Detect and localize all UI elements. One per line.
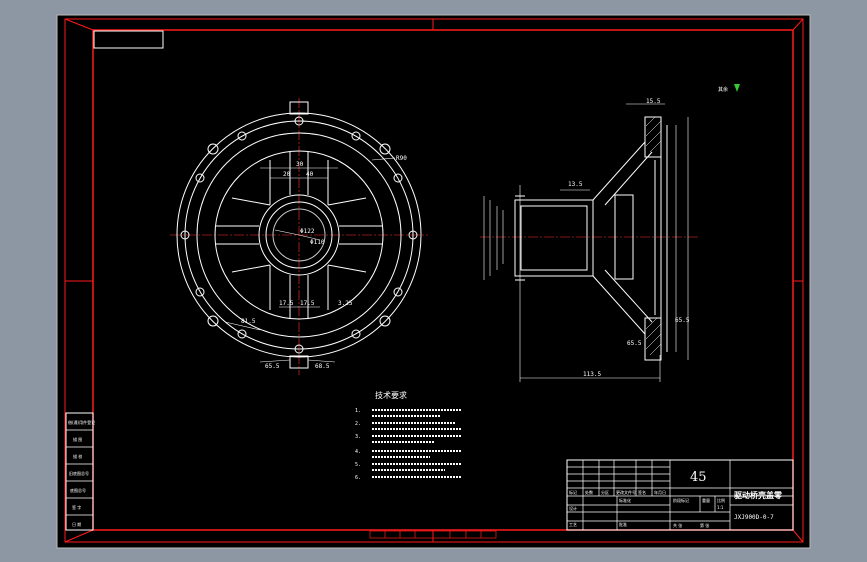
- dim-81-5: 81.5: [241, 318, 256, 325]
- tech-num-5: 5.: [355, 462, 361, 468]
- dim-40: 40: [306, 171, 314, 178]
- side-label-5: 底图总号: [70, 487, 86, 493]
- drawing-number: JXJ900D-0-7: [734, 514, 774, 521]
- title-scale-label: 比例: [717, 497, 725, 503]
- dim-15-5: 15.5: [646, 98, 661, 105]
- material-value: 45: [690, 470, 707, 485]
- tech-num-6: 6.: [355, 475, 361, 481]
- dim-68-5: 68.5: [315, 363, 330, 370]
- dim-65-5-flange: 65.5: [675, 317, 690, 324]
- title-block: 标记 处数 分区 更改文件号 签名 年月日 设计 工艺 标准化 批准 阶段标记 …: [566, 459, 794, 531]
- part-name: 驱动桥壳盖零: [734, 490, 783, 500]
- dim-17-5-b: 17.5: [300, 300, 315, 307]
- dim-17-5-a: 17.5: [279, 300, 294, 307]
- dim-30: 30: [296, 161, 304, 168]
- dim-113-5: 113.5: [583, 371, 601, 378]
- bottom-ruler: [369, 530, 497, 539]
- side-label-4: 旧底图总号: [69, 470, 89, 476]
- tech-num-4: 4.: [355, 449, 361, 455]
- technical-requirements: 技术要求 1. 2. 3. 4. 5. 6.: [355, 390, 462, 481]
- dim-65-5-front: 65.5: [265, 363, 280, 370]
- drawing-area: [56, 14, 811, 549]
- title-standard: 标准化: [619, 497, 631, 503]
- drawing-frame: [64, 18, 804, 543]
- roughness-symbol: [734, 84, 740, 92]
- dim-20: 20: [283, 171, 291, 178]
- title-design: 设计: [569, 505, 577, 511]
- title-row-date: 年月日: [654, 489, 666, 495]
- side-label-1: 借(通)用件登记: [68, 419, 95, 425]
- dim-13-5: 13.5: [568, 181, 583, 188]
- side-label-6: 签 字: [72, 504, 81, 510]
- dim-65-5-section: 65.5: [627, 340, 642, 347]
- dim-r90: R90: [396, 155, 407, 162]
- side-label-3: 描 校: [73, 453, 82, 459]
- title-process: 工艺: [569, 522, 577, 527]
- dim-phi110: Φ110: [310, 239, 325, 246]
- title-row-change: 更改文件号: [616, 489, 636, 495]
- title-sheet-no: 第 张: [700, 522, 709, 528]
- tech-num-3: 3.: [355, 434, 361, 440]
- title-weight: 重量: [702, 497, 710, 503]
- side-label-7: 日 期: [72, 521, 81, 527]
- title-stage: 阶段标记: [673, 497, 689, 503]
- tech-title: 技术要求: [375, 390, 407, 400]
- front-view: R90 Φ122 Φ110 17.5 17.5 3.25 81.5 65.5 6…: [170, 98, 428, 375]
- section-view: 13.5 113.5 65.5 65.5 15.5: [480, 98, 700, 382]
- dim-phi122: Φ122: [300, 228, 315, 235]
- title-row-zone: 分区: [601, 489, 609, 495]
- code-box: [93, 30, 164, 49]
- side-label-2: 描 图: [73, 436, 82, 442]
- title-row-count: 处数: [585, 489, 593, 495]
- tech-num-2: 2.: [355, 421, 361, 427]
- tech-num-1: 1.: [355, 408, 361, 414]
- title-row-sign: 签名: [638, 489, 646, 495]
- title-row-mark: 标记: [569, 489, 577, 495]
- title-approve: 批准: [619, 521, 627, 527]
- roughness-note: 其余: [718, 86, 728, 93]
- title-scale-value: 1:1: [717, 505, 724, 510]
- title-sheets-total: 共 张: [673, 522, 682, 528]
- side-stamp-column: 借(通)用件登记 描 图 描 校 旧底图总号 底图总号 签 字 日 期: [65, 412, 95, 531]
- dim-3-25: 3.25: [338, 300, 353, 307]
